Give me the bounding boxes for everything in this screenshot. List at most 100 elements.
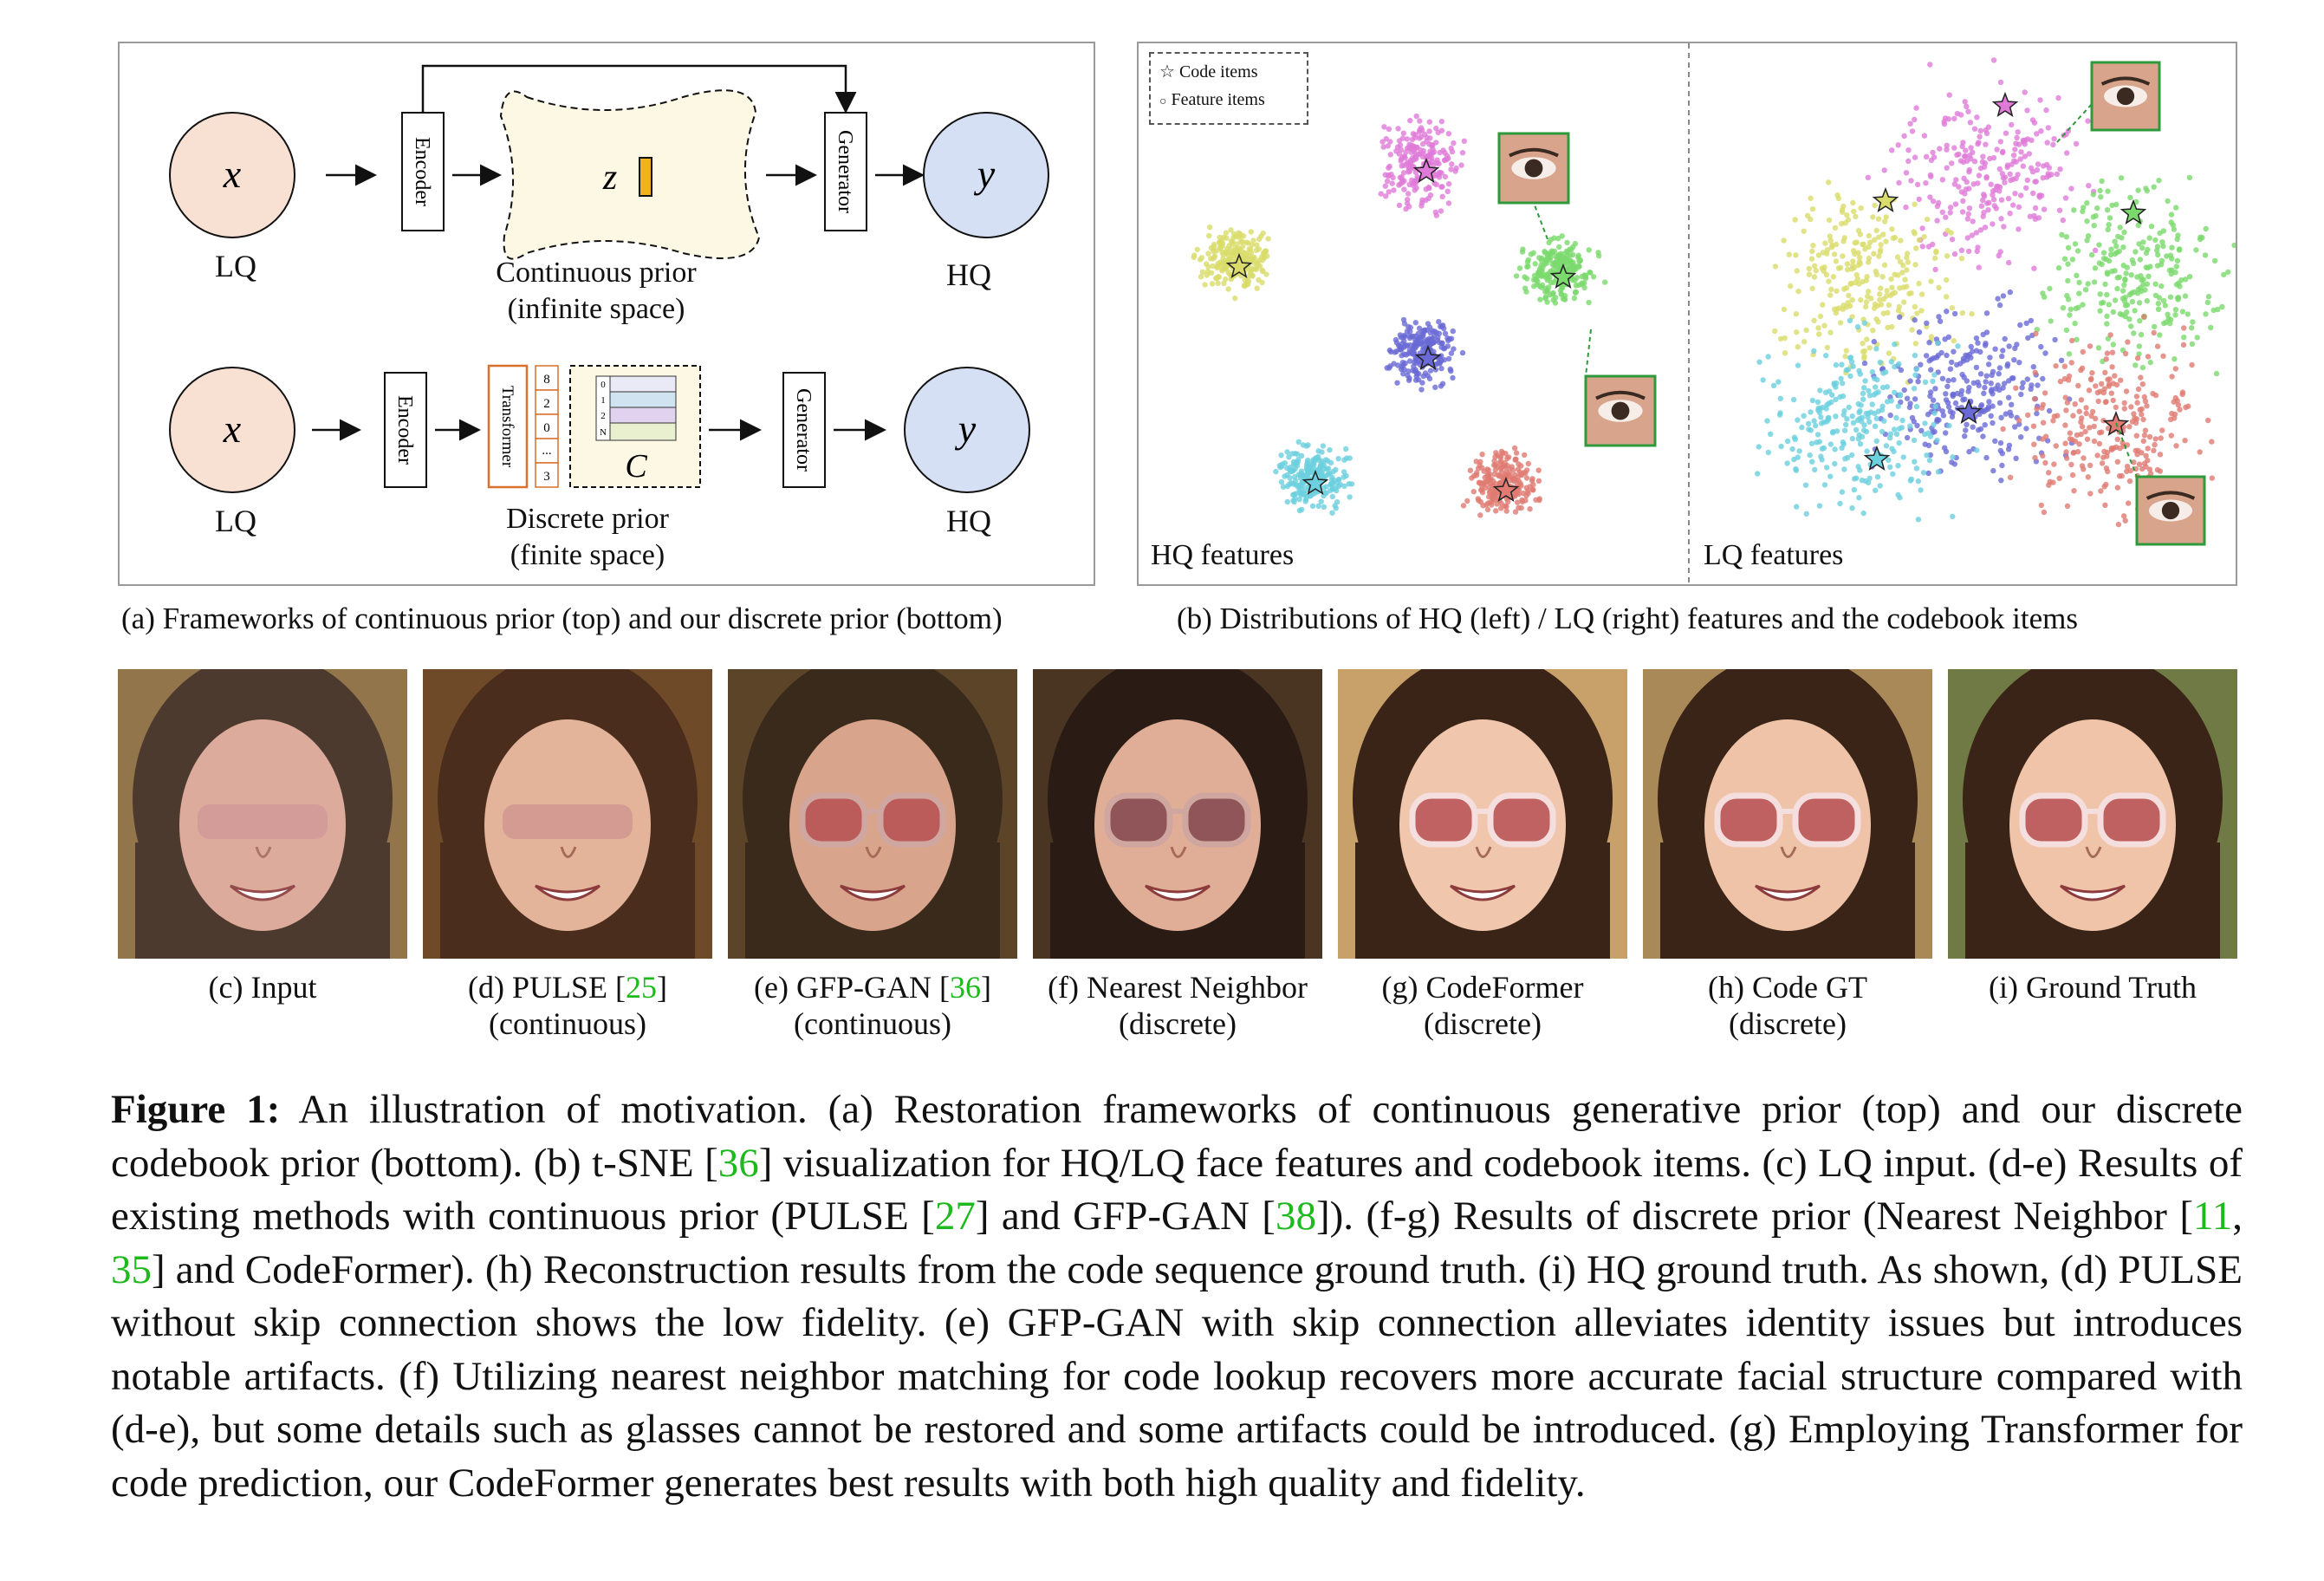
feature-point [1816, 409, 1822, 416]
feature-point [2155, 251, 2161, 258]
feature-point [2120, 263, 2126, 269]
feature-point [1962, 99, 1968, 105]
feature-point [1869, 401, 1875, 407]
feature-point [1328, 480, 1334, 487]
feature-point [1974, 248, 1980, 255]
feature-point [1245, 281, 1251, 288]
feature-point [2114, 285, 2120, 292]
feature-point [2068, 306, 2074, 312]
feature-point [1223, 276, 1229, 283]
feature-point [1397, 174, 1404, 180]
feature-point [1936, 284, 1942, 290]
feature-point [1976, 264, 1982, 270]
feature-point [1450, 374, 1456, 381]
feature-point [1965, 248, 1972, 255]
feature-point [1796, 448, 1802, 454]
citation-link[interactable]: 35 [111, 1246, 152, 1292]
citation-link[interactable]: 36 [949, 970, 981, 1005]
feature-point [1487, 488, 1493, 494]
feature-point [1296, 507, 1303, 514]
feature-point [2138, 331, 2145, 338]
feature-point [1569, 277, 1575, 283]
feature-point [1256, 277, 1262, 283]
feature-point [1857, 231, 1864, 237]
feature-point [2045, 125, 2051, 131]
feature-point [1944, 253, 1951, 259]
feature-point [1951, 181, 1957, 187]
feature-point [2110, 397, 2116, 404]
feature-point [1827, 329, 1834, 335]
feature-point [1918, 308, 1925, 314]
feature-point [1429, 155, 1435, 161]
feature-point [2202, 252, 2209, 258]
citation-link[interactable]: 27 [934, 1194, 976, 1239]
feature-point [2173, 443, 2179, 449]
hq-features-label: HQ features [1151, 539, 1295, 571]
feature-point [1260, 269, 1266, 275]
feature-point [2205, 294, 2212, 300]
feature-point [1990, 57, 1997, 63]
x-symbol-top: x [223, 152, 242, 196]
feature-point [1969, 310, 1975, 317]
feature-point [1879, 274, 1886, 280]
feature-point [1983, 454, 1990, 461]
feature-point [2105, 188, 2111, 194]
feature-point [2032, 454, 2038, 461]
feature-point [1784, 460, 1790, 466]
feature-point [2038, 343, 2044, 350]
feature-point [1437, 149, 1443, 156]
feature-point [1977, 165, 1984, 172]
feature-point [2040, 420, 2047, 426]
feature-point [1844, 212, 1850, 218]
feature-point [2126, 424, 2132, 430]
feature-point [1891, 426, 1898, 433]
feature-point [1903, 170, 1910, 176]
citation-link[interactable]: 11 [2192, 1194, 2233, 1239]
feature-point [1319, 449, 1325, 455]
feature-point [2038, 502, 2044, 509]
zoom-leader-line [1533, 202, 1548, 240]
feature-point [1893, 431, 1900, 437]
feature-point [1953, 177, 1959, 183]
feature-point [1405, 191, 1412, 197]
feature-point [1399, 353, 1405, 359]
feature-point [1872, 202, 1878, 209]
feature-point [1931, 421, 1937, 428]
feature-point [1831, 251, 1838, 257]
feature-point [2079, 463, 2086, 469]
feature-point [1772, 264, 1779, 270]
feature-point [1405, 163, 1412, 170]
feature-point [1901, 299, 1907, 305]
feature-point [1889, 290, 1896, 297]
feature-point [2146, 466, 2153, 472]
citation-link[interactable]: 38 [1275, 1194, 1316, 1239]
feature-point [1387, 363, 1393, 369]
feature-point [1874, 474, 1881, 480]
feature-point [1764, 418, 1770, 424]
feature-point [2147, 359, 2153, 366]
feature-point [1315, 503, 1321, 509]
feature-point [1896, 179, 1902, 186]
citation-link[interactable]: 25 [626, 970, 657, 1005]
feature-point [1958, 256, 1965, 262]
feature-point [2127, 467, 2133, 474]
feature-point [1806, 271, 1813, 277]
feature-point [2065, 277, 2071, 284]
feature-point [2042, 294, 2048, 300]
feature-point [1278, 452, 1284, 459]
feature-point [2168, 416, 2174, 422]
feature-point [1412, 320, 1418, 326]
feature-point [1401, 338, 1407, 344]
feature-point [1876, 253, 1882, 259]
feature-point [2131, 411, 2137, 417]
feature-point [1912, 396, 1918, 402]
feature-point [1889, 226, 1895, 232]
citation-link[interactable]: 36 [717, 1140, 759, 1186]
feature-point [1850, 199, 1856, 206]
feature-point [2109, 268, 2115, 275]
feature-point [2205, 417, 2211, 424]
feature-point [2179, 309, 2186, 315]
feature-point [2068, 360, 2074, 366]
feature-point [1412, 342, 1418, 348]
feature-point [1484, 506, 1491, 513]
